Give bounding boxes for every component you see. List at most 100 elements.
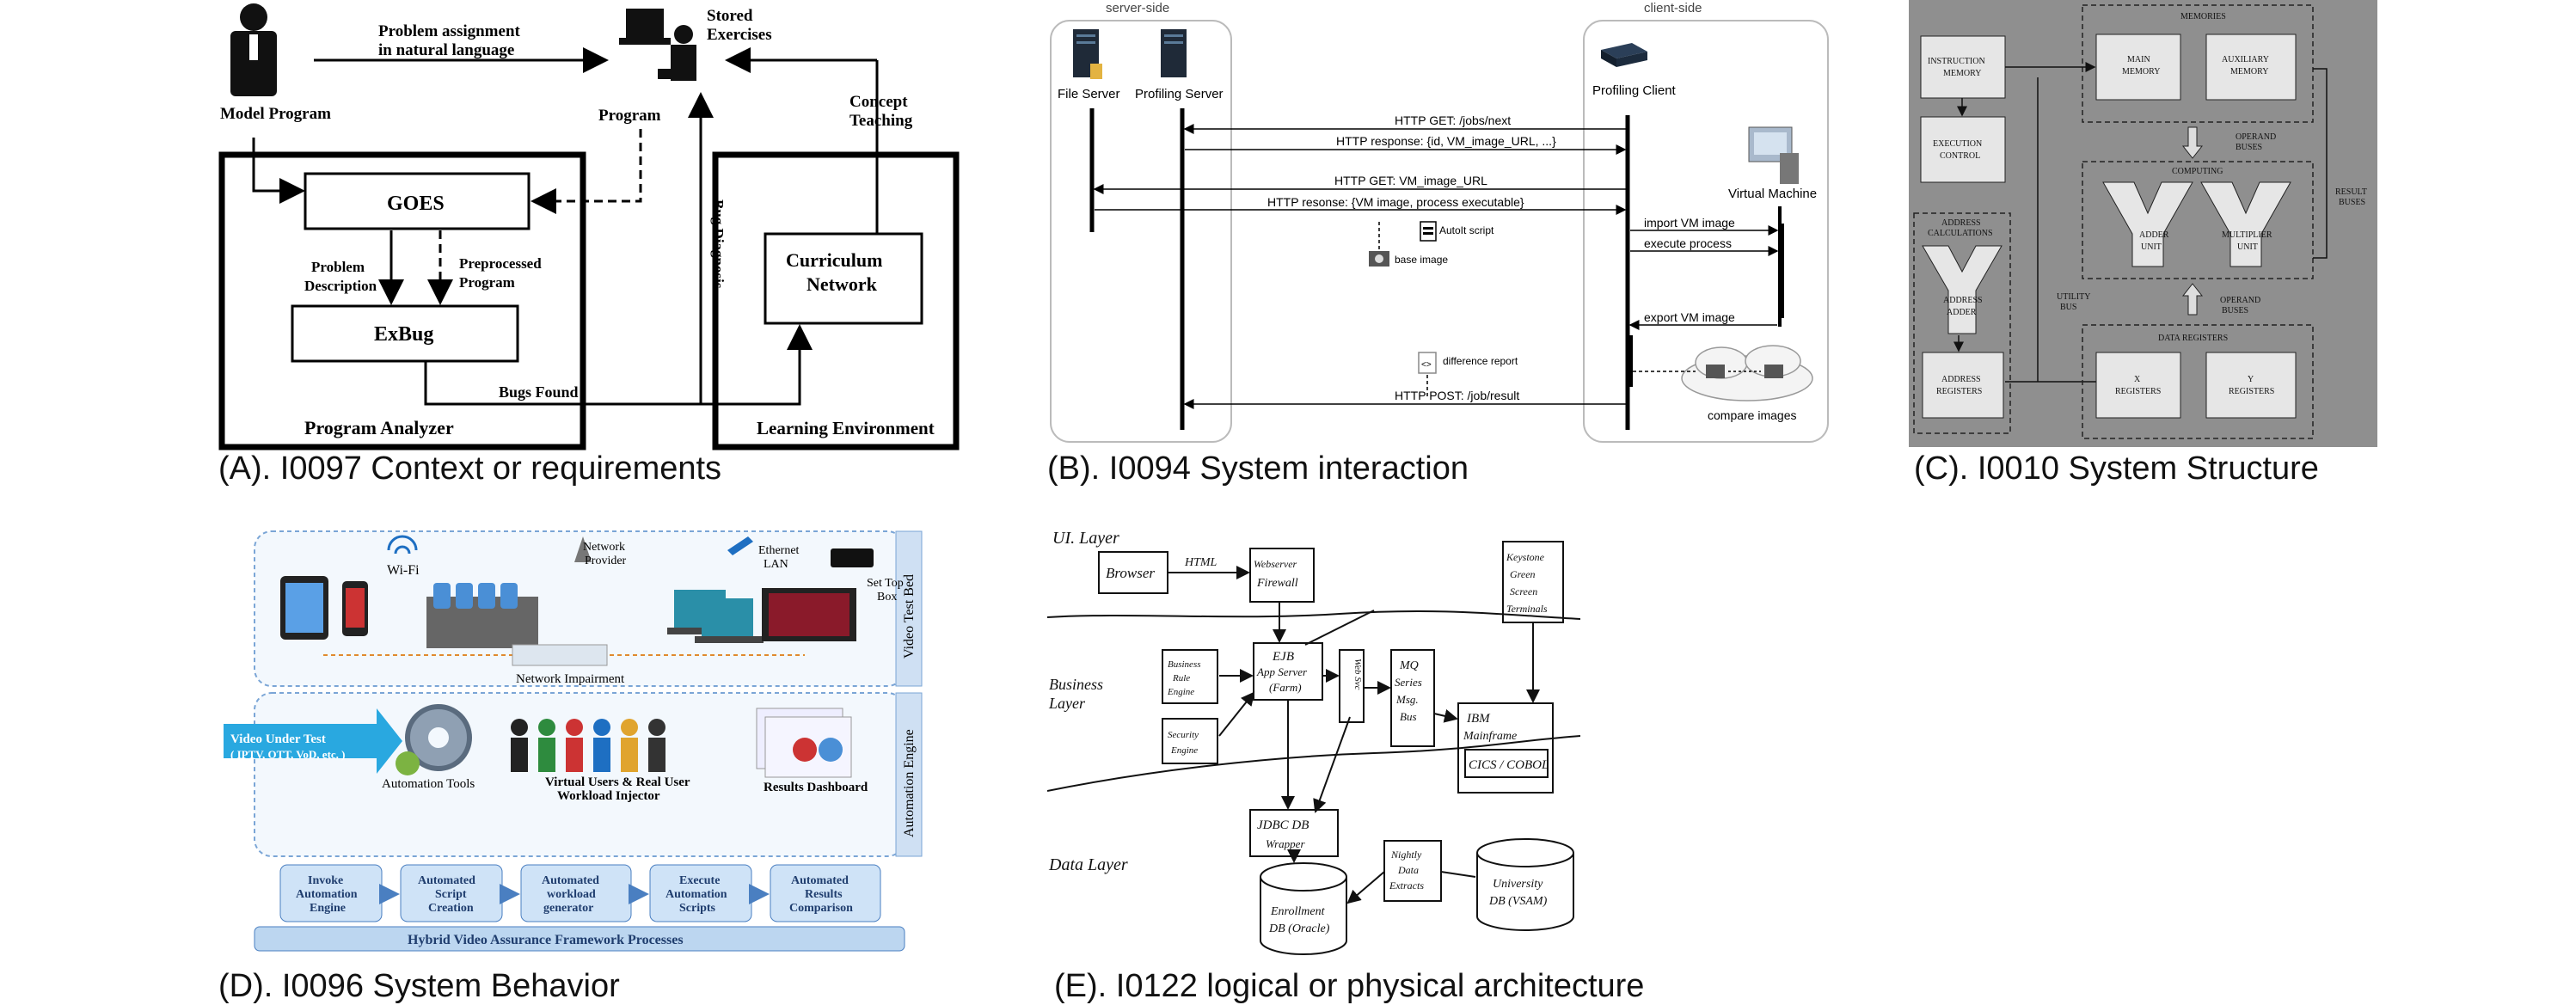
program-analyzer-label: Program Analyzer bbox=[304, 417, 454, 438]
business-rule-label-1: Business bbox=[1168, 659, 1201, 670]
wifi-icon bbox=[387, 535, 418, 551]
msg-import-vm: import VM image bbox=[1644, 216, 1735, 230]
cics-cobol-box bbox=[1464, 749, 1549, 778]
set-top-box-label-2: Box bbox=[877, 591, 897, 604]
step-4-line-1: Execute bbox=[679, 874, 720, 887]
profiling-client-icon bbox=[1601, 43, 1647, 67]
main-memory-label-1: MAIN bbox=[2127, 55, 2150, 64]
university-db-cylinder bbox=[1476, 853, 1574, 931]
base-image-icon bbox=[1369, 251, 1389, 267]
framework-bar bbox=[254, 926, 905, 952]
address-registers-label-2: REGISTERS bbox=[1936, 387, 1982, 396]
learning-environment-box bbox=[712, 151, 960, 450]
problem-assignment-label-1: Problem assignment bbox=[378, 22, 521, 40]
virtual-users-label-1: Virtual Users & Real User bbox=[545, 775, 690, 789]
virtual-machine-label: Virtual Machine bbox=[1728, 187, 1817, 201]
problem-description-label-1: Problem bbox=[311, 259, 365, 275]
automation-tools-label: Automation Tools bbox=[382, 777, 475, 791]
green-screen-label-2: Green bbox=[1510, 568, 1536, 580]
green-screen-label-3: Screen bbox=[1510, 585, 1537, 597]
network-impairment-icon bbox=[512, 644, 608, 666]
curriculum-network-box bbox=[764, 232, 923, 325]
nightly-label-1: Nightly bbox=[1390, 849, 1422, 861]
compare-images-label: compare images bbox=[1708, 408, 1797, 422]
data-registers-label: DATA REGISTERS bbox=[2158, 334, 2228, 343]
computing-group bbox=[2082, 161, 2314, 279]
problem-description-label-2: Description bbox=[304, 278, 377, 294]
mq-label-3: Msg. bbox=[1395, 693, 1419, 706]
auxiliary-memory-label-1: AUXILIARY bbox=[2222, 55, 2269, 64]
nightly-label-3: Extracts bbox=[1389, 879, 1424, 892]
main-memory-label-2: MEMORY bbox=[2122, 67, 2160, 77]
set-top-box-label-1: Set Top bbox=[867, 577, 904, 590]
memories-group bbox=[2082, 4, 2314, 123]
jdbc-label-2: Wrapper bbox=[1266, 837, 1305, 850]
green-screen-label-4: Terminals bbox=[1506, 603, 1548, 615]
base-image-label: base image bbox=[1395, 254, 1448, 266]
client-side-label: client-side bbox=[1644, 1, 1702, 15]
step-4-line-3: Scripts bbox=[679, 902, 716, 915]
mq-label-1: MQ bbox=[1399, 659, 1419, 672]
business-rule-label-2: Rule bbox=[1172, 673, 1190, 683]
mq-label-4: Bus bbox=[1400, 710, 1417, 723]
concept-teaching-label-1: Concept bbox=[849, 93, 908, 111]
enrollment-db-cylinder bbox=[1260, 877, 1347, 955]
address-registers-label-1: ADDRESS bbox=[1941, 375, 1981, 384]
video-under-test-label-1: Video Under Test bbox=[230, 732, 326, 746]
mq-label-2: Series bbox=[1395, 676, 1422, 689]
utility-bus-label-1: UTILITY bbox=[2057, 292, 2090, 302]
concept-teaching-label-2: Teaching bbox=[849, 112, 913, 130]
svg-text:<>: <> bbox=[1421, 360, 1432, 370]
execution-control-label-1: EXECUTION bbox=[1933, 139, 1982, 149]
step-2-line-2: Script bbox=[435, 888, 467, 901]
security-engine-label-2: Engine bbox=[1170, 745, 1198, 756]
exbug-label: ExBug bbox=[374, 323, 433, 346]
panel-b-sequence-diagram: server-side client-side File Server Prof… bbox=[1042, 0, 1833, 447]
video-test-bed-frame bbox=[254, 530, 905, 687]
cics-cobol-label: CICS / COBOL bbox=[1469, 758, 1549, 772]
results-dashboard-icon bbox=[756, 708, 852, 778]
y-registers-label-2: REGISTERS bbox=[2229, 387, 2274, 396]
autoit-script-label: AutoIt script bbox=[1439, 224, 1494, 236]
multiplier-unit-shape bbox=[2200, 181, 2291, 267]
instruction-memory-label-2: MEMORY bbox=[1943, 69, 1981, 78]
panel-a-context-diagram: Model Program Problem assignment in natu… bbox=[215, 0, 963, 451]
security-engine-box bbox=[1162, 718, 1218, 764]
operand-buses-bottom-label-1: OPERAND bbox=[2220, 296, 2260, 305]
ethernet-icon bbox=[727, 536, 753, 555]
adder-unit-label-1: ADDER bbox=[2139, 230, 2169, 240]
university-db-label-2: DB (VSAM) bbox=[1488, 895, 1548, 908]
step-5-line-3: Comparison bbox=[789, 902, 853, 915]
utility-bus-label-2: BUS bbox=[2060, 303, 2076, 312]
video-under-test-label-2: ( IPTV, OTT, VoD, etc. ) bbox=[230, 748, 346, 761]
ibm-mainframe-box bbox=[1457, 702, 1554, 794]
business-data-divider bbox=[1047, 735, 1580, 792]
virtual-machine-icon bbox=[1748, 126, 1799, 184]
msg-export-vm: export VM image bbox=[1644, 310, 1735, 324]
data-registers-group bbox=[2082, 324, 2314, 439]
address-calculations-label-2: CALCULATIONS bbox=[1928, 229, 1993, 238]
results-dashboard-label: Results Dashboard bbox=[764, 781, 868, 794]
result-buses-label-2: BUSES bbox=[2339, 198, 2365, 207]
ejb-label-3: (Farm) bbox=[1269, 681, 1302, 694]
ethernet-label-1: Ethernet bbox=[758, 544, 800, 557]
network-provider-icon bbox=[574, 536, 592, 562]
webserver-label-2: Firewall bbox=[1256, 577, 1298, 590]
stored-exercises-label-1: Stored bbox=[707, 7, 753, 25]
msg-http-post: HTTP POST: /job/result bbox=[1395, 389, 1519, 402]
panel-b-svg: server-side client-side File Server Prof… bbox=[1050, 1, 1829, 443]
msg-http-get-jobs: HTTP GET: /jobs/next bbox=[1395, 113, 1511, 127]
green-screen-label-1: Keystone bbox=[1506, 551, 1545, 563]
instruction-memory-box bbox=[1920, 35, 2006, 99]
address-adder-label-1: ADDRESS bbox=[1943, 296, 1983, 305]
framework-label: Hybrid Video Assurance Framework Process… bbox=[408, 933, 684, 947]
adder-unit-label-2: UNIT bbox=[2141, 242, 2162, 252]
step-1-line-3: Engine bbox=[310, 902, 346, 915]
operand-buses-top-label-2: BUSES bbox=[2236, 143, 2262, 152]
address-adder-label-2: ADDER bbox=[1947, 308, 1977, 317]
address-registers-box bbox=[1922, 352, 2004, 419]
compare-images-cloud-icon bbox=[1681, 345, 1813, 401]
multiplier-unit-label-1: MULTIPLIER bbox=[2222, 230, 2272, 240]
panel-b-caption: (B). I0094 System interaction bbox=[1047, 450, 1469, 487]
instruction-memory-label-1: INSTRUCTION bbox=[1928, 57, 1985, 66]
